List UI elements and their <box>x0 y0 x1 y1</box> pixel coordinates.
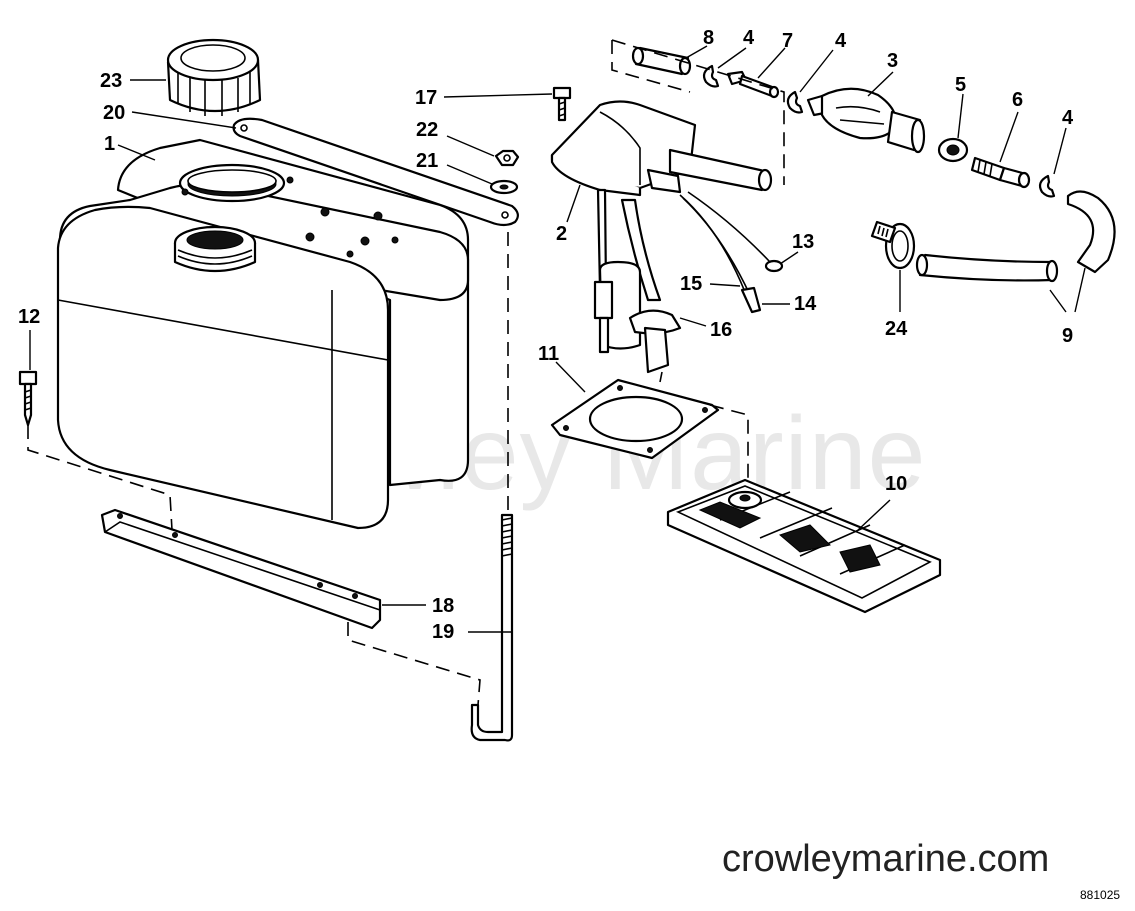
callout-8: 8 <box>703 27 714 49</box>
callout-11: 11 <box>538 343 559 365</box>
fuel-cap-part <box>166 38 262 116</box>
clamp-part-a <box>702 64 720 88</box>
callout-16: 16 <box>710 319 732 341</box>
callout-13: 13 <box>792 231 814 253</box>
screw-17-part <box>552 86 572 122</box>
callout-20: 20 <box>103 102 125 124</box>
callout-10: 10 <box>885 473 907 495</box>
check-valve-ring-part <box>937 137 969 163</box>
fuel-hose-part <box>915 190 1116 283</box>
clamp-part-b <box>786 90 804 114</box>
callout-14: 14 <box>794 293 817 315</box>
callout-17: 17 <box>415 87 437 109</box>
connector-part <box>970 156 1031 189</box>
hold-down-strap-part <box>232 117 519 227</box>
callout-23: 23 <box>100 70 122 92</box>
fitting-part <box>726 70 780 99</box>
callout-12: 12 <box>18 306 40 328</box>
filter-screen-part <box>666 478 942 614</box>
leader-lines <box>29 45 1086 633</box>
drawing-code: 881025 <box>1080 888 1121 902</box>
callout-1: 1 <box>104 133 115 155</box>
callout-18: 18 <box>432 595 454 617</box>
callout-3: 3 <box>887 50 898 72</box>
screw-part <box>18 370 38 427</box>
washer-part <box>489 179 519 195</box>
callout-24: 24 <box>885 318 908 340</box>
callout-19: 19 <box>432 621 454 643</box>
callout-5: 5 <box>955 74 966 96</box>
callout-4-b: 4 <box>835 30 847 52</box>
callout-22: 22 <box>416 119 438 141</box>
callout-6: 6 <box>1012 89 1023 111</box>
wire-leads-part <box>679 191 784 314</box>
callout-4-c: 4 <box>1062 107 1074 129</box>
site-footer-text: crowleymarine.com <box>722 838 1050 880</box>
gasket-part <box>550 378 720 460</box>
assembly-dashed-lines <box>27 39 785 706</box>
fuel-pickup-assembly-part <box>550 100 773 374</box>
j-bolt-part <box>470 513 514 742</box>
callout-15: 15 <box>680 273 702 295</box>
callout-labels: 23 20 1 12 17 22 21 2 8 4 7 4 3 5 6 4 13… <box>18 27 1074 643</box>
nut-part <box>494 149 520 167</box>
callout-7: 7 <box>782 30 793 52</box>
clamp-part-c <box>1038 174 1056 198</box>
primer-bulb-part <box>806 87 926 154</box>
callout-21: 21 <box>416 150 438 172</box>
hose-clamp-part <box>870 220 916 270</box>
fuel-tank-part <box>56 138 470 530</box>
callout-9: 9 <box>1062 325 1073 347</box>
mounting-bracket-part <box>100 508 382 630</box>
callout-4-a: 4 <box>743 27 755 49</box>
callout-2: 2 <box>556 223 567 245</box>
